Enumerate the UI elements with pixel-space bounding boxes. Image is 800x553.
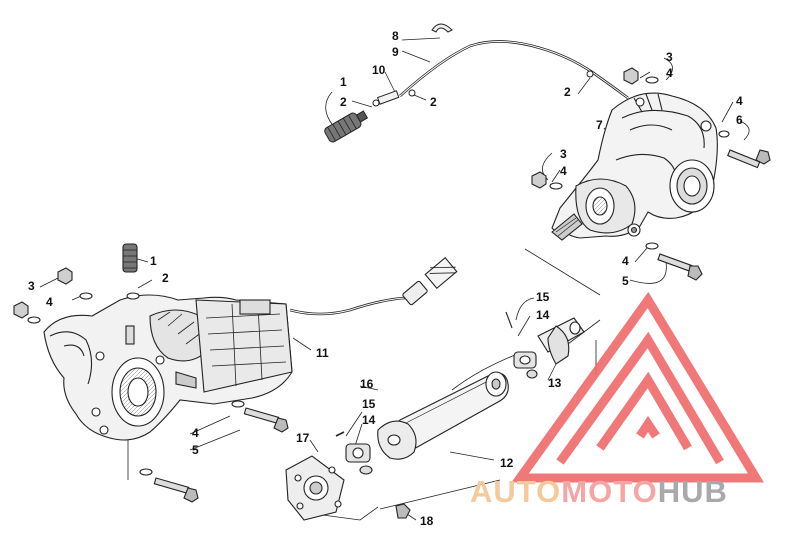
- callout-2-left: 2: [162, 271, 169, 285]
- callout-numbers: 1 2 8 9 10 2 2 3 4 7 4 6 3 4 4 5 1 2 3 4…: [28, 29, 743, 528]
- callout-18: 18: [420, 514, 434, 528]
- rear-differential: [531, 67, 771, 281]
- callout-4-right-mid: 4: [560, 164, 567, 178]
- callout-2-right: 2: [564, 85, 571, 99]
- callout-15-bottom: 15: [362, 397, 376, 411]
- callout-1-left: 1: [150, 254, 157, 268]
- svg-text:AUTOMOTOHUB: AUTOMOTOHUB: [470, 474, 728, 509]
- callout-4-right-bottom: 4: [622, 254, 629, 268]
- callout-9: 9: [392, 45, 399, 59]
- callout-4-left: 4: [46, 295, 53, 309]
- callout-2-top: 2: [340, 95, 347, 109]
- callout-14-bottom: 14: [362, 413, 376, 427]
- speedometer-cable-assembly: [324, 23, 629, 143]
- watermark-triangle-logo: [511, 291, 764, 483]
- callout-5-bottom: 5: [192, 443, 199, 457]
- callout-3-right-mid: 3: [560, 147, 567, 161]
- callout-13: 13: [548, 376, 562, 390]
- front-gearcase: [13, 243, 458, 503]
- callout-6: 6: [736, 113, 743, 127]
- automotohub-watermark: AUTOMOTOHUB: [470, 291, 764, 509]
- callout-2-cable: 2: [430, 95, 437, 109]
- callout-15-top: 15: [536, 290, 550, 304]
- drive-shaft-assembly: [285, 311, 585, 521]
- watermark-text-moto: MOTO: [561, 474, 657, 509]
- callout-12: 12: [500, 456, 514, 470]
- callout-7: 7: [596, 118, 603, 132]
- watermark-text-hub: HUB: [658, 474, 728, 509]
- callout-4-right-top: 4: [666, 66, 673, 80]
- callout-10: 10: [372, 63, 386, 77]
- callout-1-top: 1: [340, 75, 347, 89]
- callout-16: 16: [360, 377, 374, 391]
- callout-11: 11: [316, 346, 329, 360]
- callout-4-bottom: 4: [192, 426, 199, 440]
- callout-4-right: 4: [736, 94, 743, 108]
- callout-5-right-bottom: 5: [622, 274, 629, 288]
- callout-3-left: 3: [28, 279, 35, 293]
- watermark-text-auto: AUTO: [470, 474, 561, 509]
- callout-17: 17: [296, 431, 310, 445]
- callout-8: 8: [392, 29, 399, 43]
- callout-3-right-top: 3: [666, 50, 673, 64]
- callout-14-top: 14: [536, 308, 550, 322]
